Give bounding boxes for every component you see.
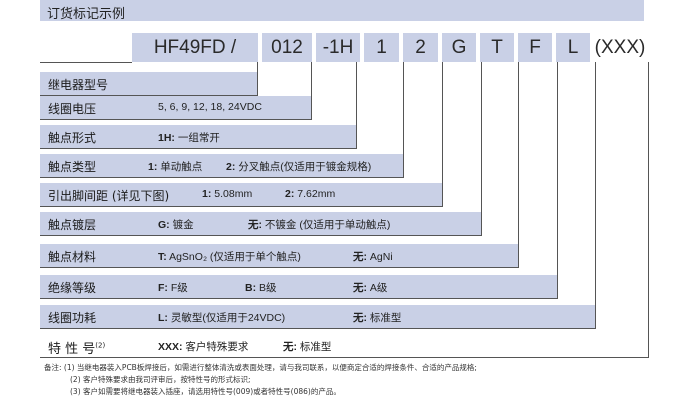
header-bar [40, 0, 644, 21]
row-label: 触点类型 [48, 160, 97, 174]
connector-line [481, 62, 482, 236]
option-text: 1H: 一组常开 [158, 132, 220, 144]
option-text: 无: 标准型 [353, 312, 402, 324]
connector-line [518, 62, 519, 268]
code-part-voltage: 012 [262, 33, 312, 62]
row-label: 触点形式 [48, 131, 97, 145]
connector-line [311, 62, 312, 120]
row-label: 触点材料 [48, 250, 97, 264]
option-text: L: 灵敏型(仅适用于24VDC) [158, 312, 286, 324]
row-coil-power: 线圈功耗 L: 灵敏型(仅适用于24VDC) 无: 标准型 [40, 305, 595, 329]
code-part-contact-type: 1 [364, 33, 399, 62]
row-label: 触点镀层 [48, 218, 97, 232]
option-text: XXX: 客户特殊要求 [158, 341, 249, 353]
row-model: 继电器型号 [40, 72, 257, 96]
code-baseline [40, 62, 132, 63]
option-text: 1: 5.08mm [202, 188, 253, 200]
note-line: 备注: (1) 当继电器装入PCB板焊接后，如需进行整体清洗或表面处理，请与我司… [44, 363, 477, 372]
option-text: 2: 7.62mm [285, 188, 336, 200]
option-text: 2: 分叉触点(仅适用于镀金规格) [226, 161, 372, 173]
option-text: T: AgSnO₂ (仅适用于单个触点) [158, 251, 301, 263]
row-label: 线圈电压 [48, 102, 97, 116]
code-part-pin-pitch: 2 [403, 33, 438, 62]
code-part-contact-form: -1H [316, 33, 360, 62]
connector-line [442, 62, 443, 207]
connector-line [595, 62, 596, 329]
row-label: 特 性 号(2) [48, 341, 106, 357]
row-label: 线圈功耗 [48, 311, 97, 325]
code-part-coil-power: L [556, 33, 590, 62]
row-special: 特 性 号(2) XXX: 客户特殊要求 无: 标准型 [40, 334, 648, 358]
code-part-special: (XXX) [594, 36, 646, 58]
option-text: B: B级 [245, 282, 277, 294]
row-contact-type: 触点类型 1: 单动触点 2: 分叉触点(仅适用于镀金规格) [40, 154, 403, 178]
note-line: (2) 客户特殊要求由我司评审后，按特性号的形式标识; [70, 375, 251, 384]
row-insulation: 绝缘等级 F: F级 B: B级 无: A级 [40, 275, 557, 299]
code-part-material: T [480, 33, 514, 62]
option-text: F: F级 [158, 282, 188, 294]
code-part-plating: G [442, 33, 476, 62]
row-material: 触点材料 T: AgSnO₂ (仅适用于单个触点) 无: AgNi [40, 244, 518, 268]
option-text: 5, 6, 9, 12, 18, 24VDC [158, 101, 262, 113]
option-text: 1: 单动触点 [148, 161, 203, 173]
row-coil-voltage: 线圈电压 5, 6, 9, 12, 18, 24VDC [40, 96, 311, 120]
option-text: 无: AgNi [353, 251, 393, 263]
page-title: 订货标记示例 [47, 7, 126, 22]
row-label: 绝缘等级 [48, 281, 97, 295]
code-part-model: HF49FD / [132, 33, 258, 62]
option-text: 无: 不镀金 (仅适用于单动触点) [248, 219, 391, 231]
row-contact-form: 触点形式 1H: 一组常开 [40, 125, 356, 149]
row-label: 引出脚间距 (详见下图) [48, 189, 170, 203]
row-pin-pitch: 引出脚间距 (详见下图) 1: 5.08mm 2: 7.62mm [40, 183, 443, 207]
code-part-insulation: F [518, 33, 552, 62]
option-text: 无: A级 [353, 282, 388, 294]
connector-line [648, 62, 649, 358]
notes: 备注: (1) 当继电器装入PCB板焊接后，如需进行整体清洗或表面处理，请与我司… [44, 362, 477, 398]
connector-line [403, 62, 404, 178]
option-text: G: 镀金 [158, 219, 194, 231]
option-text: 无: 标准型 [283, 341, 332, 353]
connector-line [557, 62, 558, 299]
row-label: 继电器型号 [48, 78, 109, 92]
note-line: (3) 客户如需要将继电器装入插座，请选用特性号(009)或者特性号(086)的… [70, 387, 341, 396]
row-plating: 触点镀层 G: 镀金 无: 不镀金 (仅适用于单动触点) [40, 212, 482, 236]
connector-line [257, 62, 258, 96]
connector-line [356, 62, 357, 149]
